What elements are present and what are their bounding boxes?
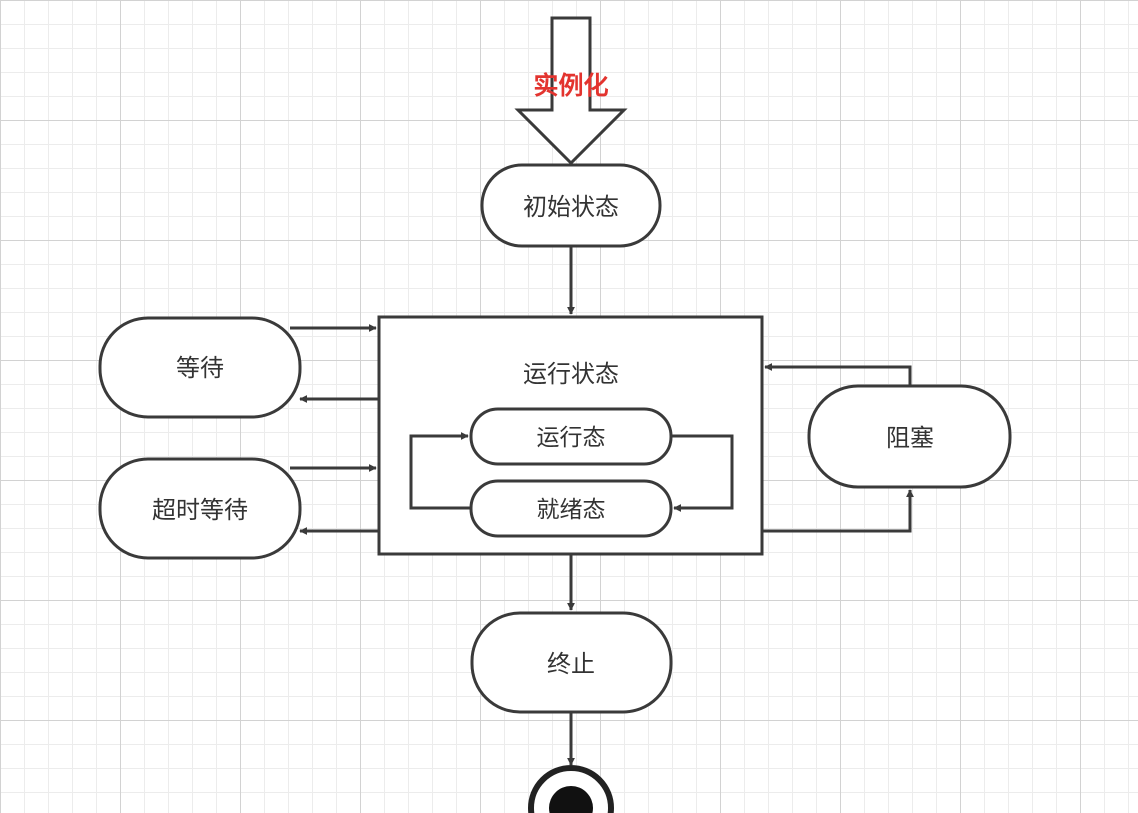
node-running-label: 运行态 — [537, 425, 606, 451]
entry-arrow — [514, 16, 628, 166]
edge-blocked-to-running-group — [764, 363, 912, 386]
node-initial: 初始状态 — [480, 163, 662, 248]
node-timed-waiting-label: 超时等待 — [152, 496, 248, 524]
edge-ready-to-running — [409, 432, 471, 510]
node-running: 运行态 — [469, 407, 673, 466]
node-blocked-label: 阻塞 — [886, 424, 934, 452]
edge-running-to-ready — [671, 434, 734, 512]
end-node — [528, 765, 614, 813]
node-ready-label: 就绪态 — [537, 497, 606, 523]
node-waiting: 等待 — [98, 316, 302, 419]
node-terminated: 终止 — [470, 611, 673, 714]
edge-running-group-to-blocked — [762, 489, 914, 533]
node-waiting-label: 等待 — [176, 354, 224, 382]
node-initial-label: 初始状态 — [523, 193, 619, 221]
node-timed-waiting: 超时等待 — [98, 457, 302, 560]
node-ready: 就绪态 — [469, 479, 673, 538]
node-terminated-label: 终止 — [547, 650, 595, 678]
node-running-group-label: 运行状态 — [523, 360, 619, 388]
entry-label: 实例化 — [533, 71, 608, 100]
node-blocked: 阻塞 — [807, 384, 1012, 489]
